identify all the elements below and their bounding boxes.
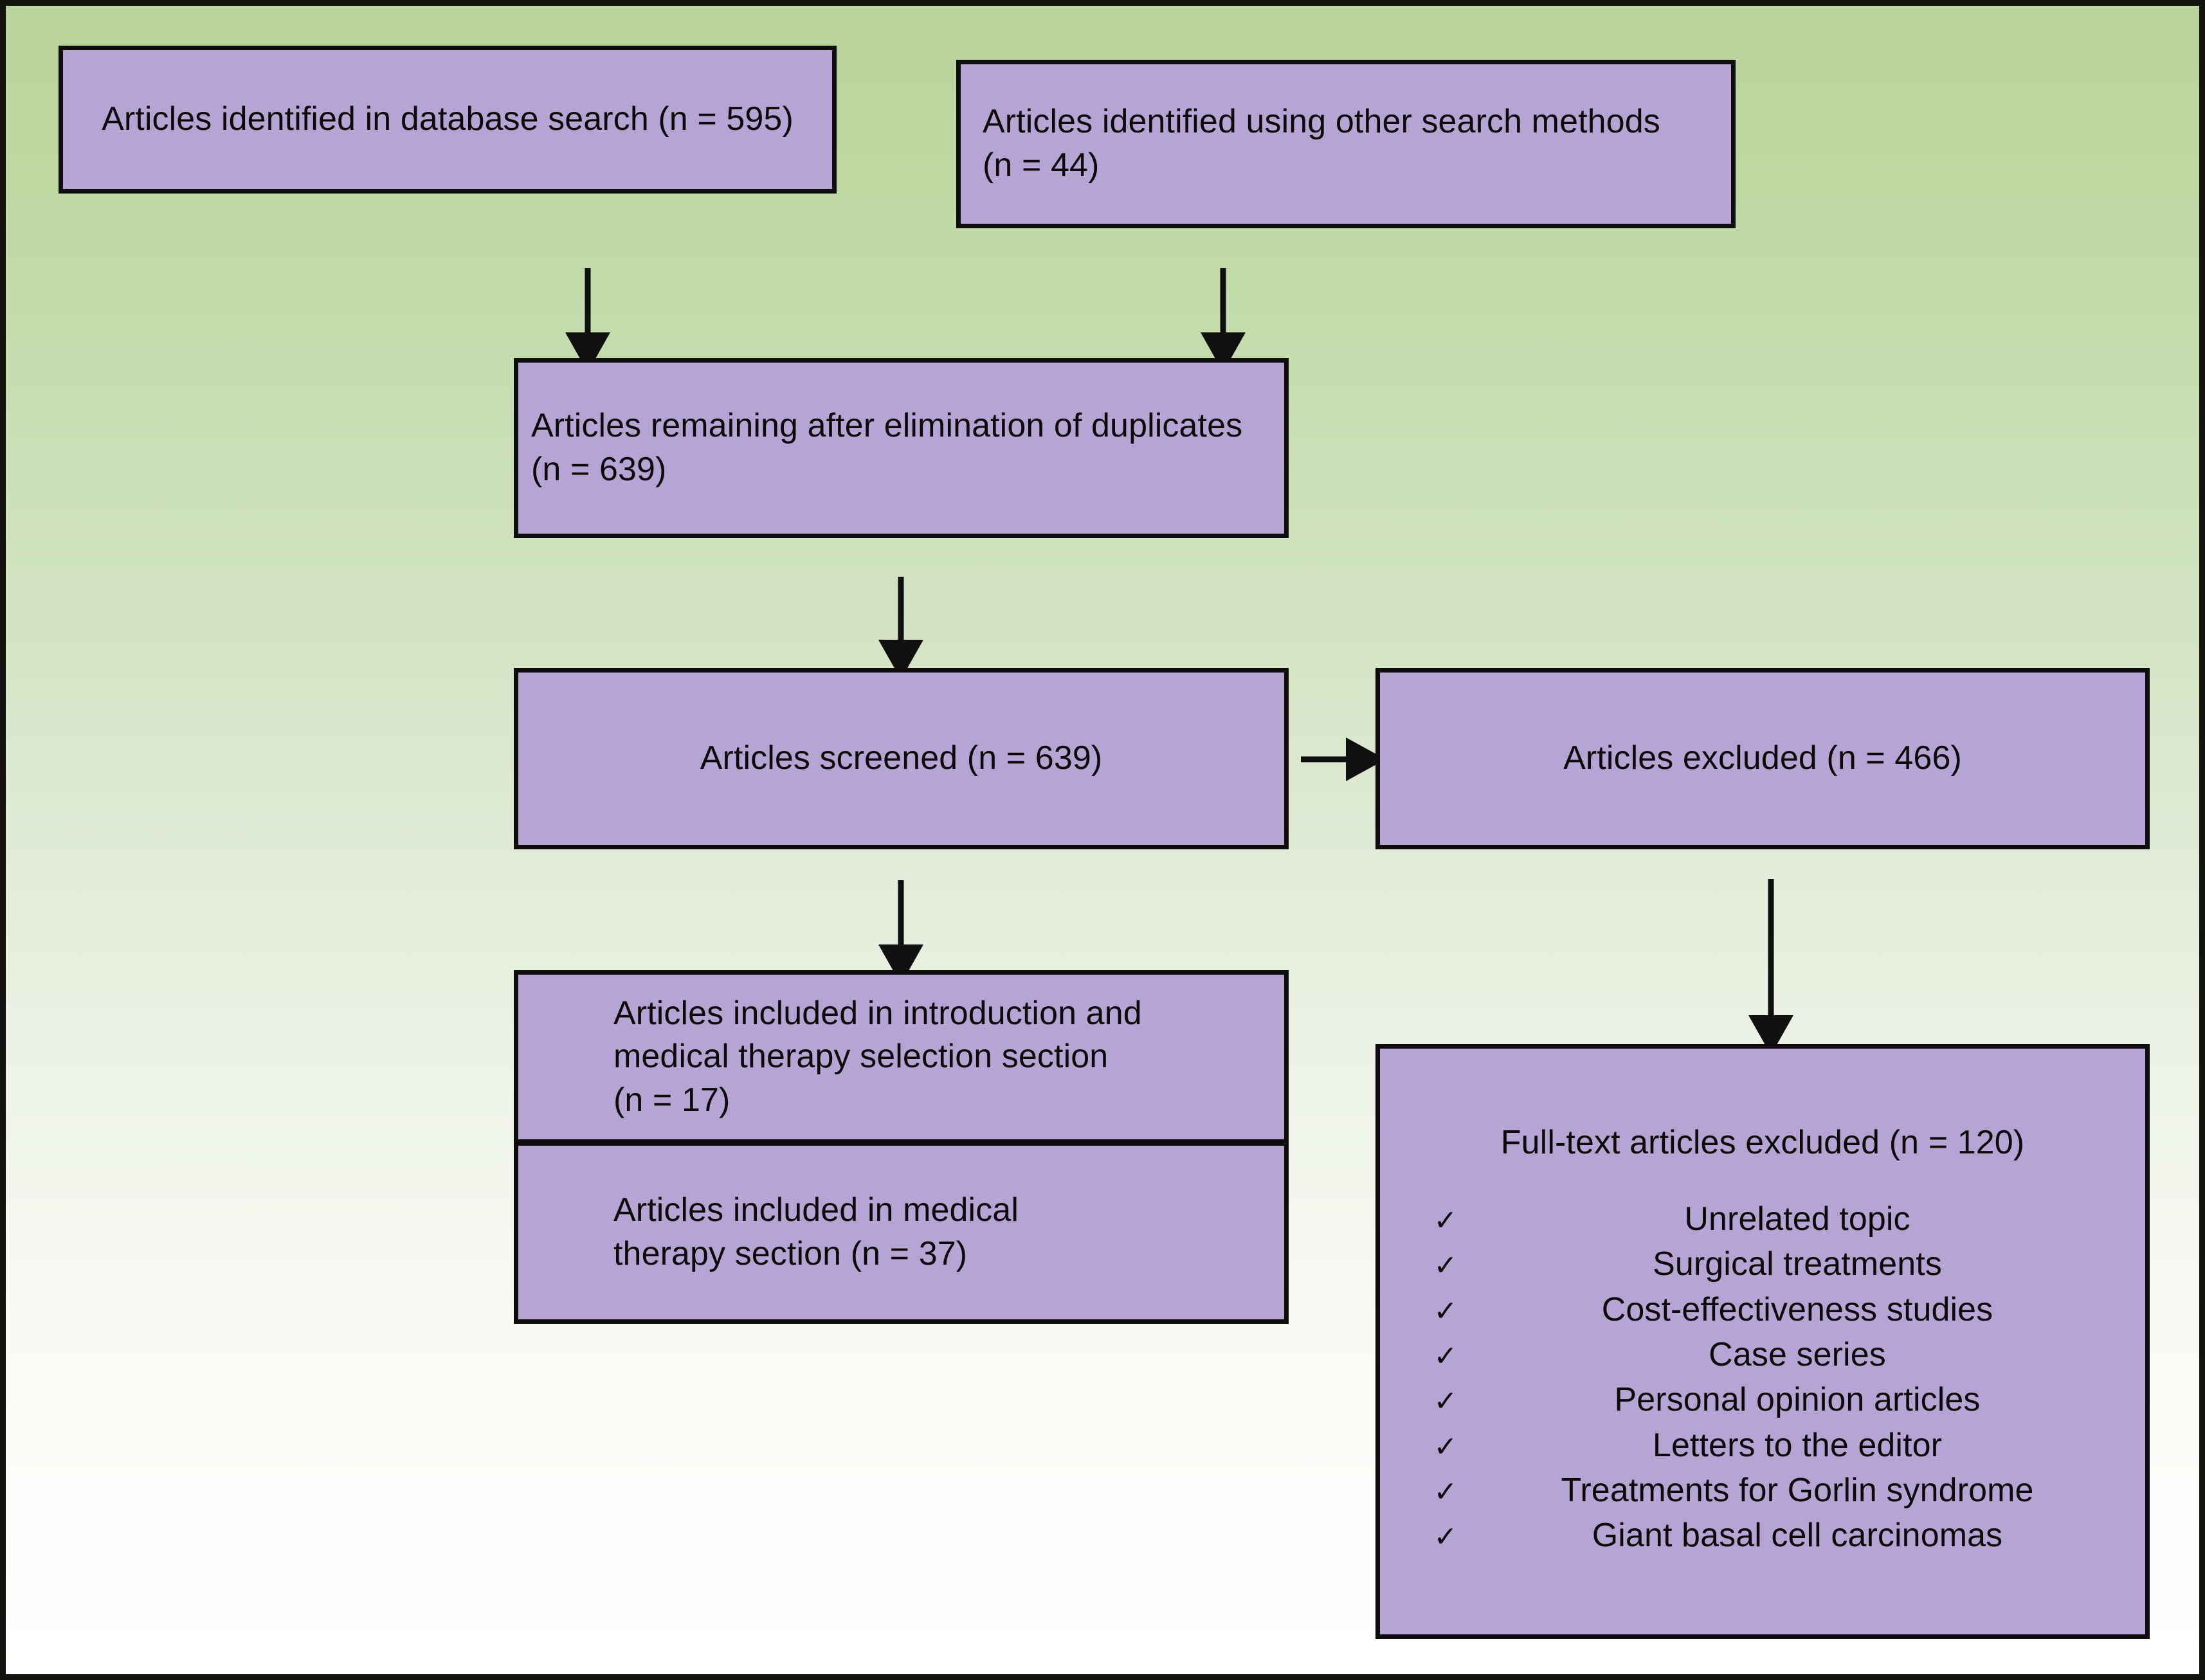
node-included-medical-therapy: Articles included in medical therapy sec…	[514, 1143, 1289, 1324]
list-item: ✓ Surgical treatments	[1425, 1245, 2128, 1284]
node-articles-screened: Articles screened (n = 639)	[514, 668, 1289, 849]
node-articles-excluded: Articles excluded (n = 466)	[1375, 668, 2150, 849]
node-other-search-methods: Articles identified using other search m…	[956, 60, 1736, 228]
node-other-search-methods-label: Articles identified using other search m…	[983, 103, 1660, 184]
check-icon: ✓	[1433, 1476, 1458, 1508]
check-icon: ✓	[1433, 1250, 1458, 1282]
exclusion-reason-label: Giant basal cell carcinomas	[1592, 1517, 2003, 1555]
exclusion-reason-label: Personal opinion articles	[1614, 1381, 1981, 1419]
list-item: ✓ Cost-effectiveness studies	[1425, 1290, 2128, 1330]
exclusion-reason-label: Treatments for Gorlin syndrome	[1561, 1472, 2034, 1510]
node-database-search: Articles identified in database search (…	[59, 46, 837, 194]
exclusion-reason-label: Cost-effectiveness studies	[1601, 1290, 1993, 1328]
node-articles-screened-label: Articles screened (n = 639)	[700, 739, 1103, 777]
list-item: ✓ Giant basal cell carcinomas	[1425, 1516, 2128, 1555]
node-included-introduction: Articles included in introduction and me…	[514, 970, 1289, 1143]
list-item: ✓ Letters to the editor	[1425, 1426, 2128, 1465]
node-included-introduction-label: Articles included in introduction and me…	[613, 994, 1142, 1119]
exclusion-reason-label: Surgical treatments	[1653, 1245, 1942, 1283]
check-icon: ✓	[1433, 1340, 1458, 1372]
list-item: ✓ Personal opinion articles	[1425, 1380, 2128, 1420]
check-icon: ✓	[1433, 1295, 1458, 1327]
node-after-duplicates-label: Articles remaining after elimination of …	[531, 407, 1243, 488]
node-after-duplicates: Articles remaining after elimination of …	[514, 358, 1289, 538]
check-icon: ✓	[1433, 1386, 1458, 1418]
exclusion-reason-list: ✓ Unrelated topic ✓ Surgical treatments …	[1397, 1200, 2128, 1556]
exclusion-reason-label: Unrelated topic	[1684, 1200, 1910, 1238]
list-item: ✓ Case series	[1425, 1335, 2128, 1375]
check-icon: ✓	[1433, 1204, 1458, 1236]
node-fulltext-excluded-title: Full-text articles excluded (n = 120)	[1500, 1124, 2025, 1162]
check-icon: ✓	[1433, 1431, 1458, 1463]
node-database-search-label: Articles identified in database search (…	[102, 100, 794, 138]
exclusion-reason-label: Letters to the editor	[1652, 1426, 1943, 1464]
list-item: ✓ Treatments for Gorlin syndrome	[1425, 1471, 2128, 1510]
node-fulltext-excluded: Full-text articles excluded (n = 120) ✓ …	[1375, 1044, 2150, 1639]
list-item: ✓ Unrelated topic	[1425, 1200, 2128, 1239]
check-icon: ✓	[1433, 1521, 1458, 1553]
node-articles-excluded-label: Articles excluded (n = 466)	[1563, 739, 1962, 777]
exclusion-reason-label: Case series	[1709, 1335, 1886, 1373]
node-included-medical-therapy-label: Articles included in medical therapy sec…	[613, 1191, 1019, 1272]
